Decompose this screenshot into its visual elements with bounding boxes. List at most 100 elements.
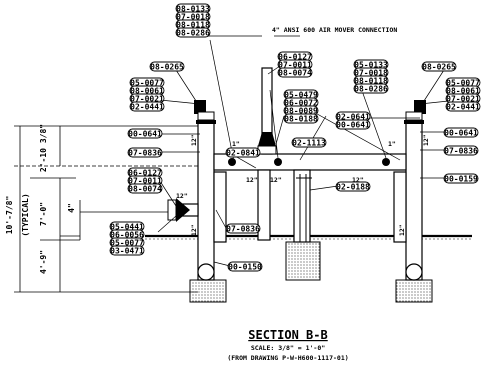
dim-middle: 7'-0" <box>39 202 48 226</box>
tag-2: 08-0074 <box>127 183 163 194</box>
title-block: SECTION B-B SCALE: 3/8" = 1'-0" (FROM DR… <box>227 328 348 362</box>
right-bottom-elbow <box>405 263 423 281</box>
svg-text:06-0072: 06-0072 <box>284 99 318 108</box>
dim-overall: 10'-7/8" <box>5 196 14 235</box>
air-mover-fitting <box>257 132 277 155</box>
dimension-texts: 10'-7/8" (TYPICAL) 2'-10 3/8" 7'-0" 4'-9… <box>5 124 76 274</box>
svg-text:02-0441: 02-0441 <box>130 103 164 112</box>
pipe-dim-left-top: 12" <box>190 134 198 146</box>
svg-text:08-0286: 08-0286 <box>354 85 388 94</box>
svg-text:08-0074: 08-0074 <box>278 69 312 78</box>
svg-text:02-0188: 02-0188 <box>336 183 370 192</box>
tag-group-mid-center: 05-0479 06-0072 08-0089 08-0188 <box>283 89 319 124</box>
svg-text:00-0159: 00-0159 <box>444 175 478 184</box>
svg-text:00-0641: 00-0641 <box>336 121 370 130</box>
left-foundation <box>189 279 227 303</box>
svg-text:08-0265: 08-0265 <box>422 63 456 72</box>
tag-c-0841: 02-0841 <box>225 147 261 158</box>
tag-c-0150: 00-0150 <box>227 261 263 272</box>
svg-text:00-0641: 00-0641 <box>128 130 162 139</box>
tag-0: 05-0479 <box>283 89 319 100</box>
header-valve-left <box>228 158 236 166</box>
svg-text:05-0441: 05-0441 <box>110 223 144 232</box>
tag-r-0836: 07-0836 <box>443 145 479 156</box>
tag-right-upper-single: 08-0265 <box>421 61 457 72</box>
tag-2: 08-0118 <box>175 19 211 30</box>
svg-text:07-0018: 07-0018 <box>354 69 388 78</box>
pipe-dim-12e: 12" <box>246 176 258 184</box>
svg-text:08-0265: 08-0265 <box>150 63 184 72</box>
pipe-size-labels: 12" 12" 12" 12" 1" 1" 12" 12" 12" 12" <box>176 134 430 236</box>
source-note: (FROM DRAWING P-W-H600-1117-01) <box>227 354 348 362</box>
pipe-dim-1b: 1" <box>388 140 396 148</box>
tag-1: 06-0056 <box>109 229 145 240</box>
center-support <box>296 174 312 242</box>
tag-left-upper-single: 08-0265 <box>149 61 185 72</box>
svg-text:06-0127: 06-0127 <box>128 169 162 178</box>
svg-text:00-0150: 00-0150 <box>228 263 262 272</box>
tag-3: 02-0441 <box>129 101 165 112</box>
tag-c-0836: 07-0836 <box>225 223 261 234</box>
tag-3: 08-0286 <box>175 27 211 38</box>
dim-typical: (TYPICAL) <box>21 193 30 236</box>
svg-text:05-0077: 05-0077 <box>110 239 144 248</box>
svg-text:08-0286: 08-0286 <box>176 29 210 38</box>
svg-text:03-0471: 03-0471 <box>110 247 144 256</box>
svg-text:05-0077: 05-0077 <box>130 79 164 88</box>
tag-group-top-center: 08-0133 07-0018 08-0118 08-0286 <box>175 3 211 38</box>
dimension-lines <box>14 125 198 293</box>
pipe-dim-right-bottom: 12" <box>398 224 406 236</box>
tag-group-right: 05-0077 08-0061 07-0021 02-0441 <box>445 77 481 112</box>
svg-text:08-0089: 08-0089 <box>284 107 318 116</box>
svg-text:05-0077: 05-0077 <box>446 79 480 88</box>
tag-group-left-mid: 06-0127 07-0011 08-0074 <box>127 167 163 194</box>
svg-text:07-0021: 07-0021 <box>446 95 480 104</box>
svg-text:07-0836: 07-0836 <box>226 225 260 234</box>
svg-text:05-0479: 05-0479 <box>284 91 318 100</box>
connection-note: 4" ANSI 600 AIR MOVER CONNECTION <box>272 26 397 34</box>
pipe-dim-1a: 1" <box>232 140 240 148</box>
svg-text:08-0061: 08-0061 <box>130 87 164 96</box>
svg-text:00-0641: 00-0641 <box>444 129 478 138</box>
dim-upper: 2'-10 3/8" <box>39 124 48 172</box>
tag-2: 07-0021 <box>445 93 481 104</box>
pipe-dim-left-bottom: 12" <box>190 224 198 236</box>
svg-text:08-0133: 08-0133 <box>176 5 210 14</box>
svg-text:08-0188: 08-0188 <box>284 115 318 124</box>
left-flange <box>167 198 190 222</box>
svg-text:07-0011: 07-0011 <box>278 61 312 70</box>
pipe-dim-12f: 12" <box>270 176 282 184</box>
right-foundation <box>395 279 433 303</box>
tag-l-0641: 00-0641 <box>127 128 163 139</box>
tag-2: 08-0074 <box>277 67 313 78</box>
section-title: SECTION B-B <box>248 328 327 342</box>
tag-l-0836: 07-0836 <box>127 147 163 158</box>
tag-1: 07-0018 <box>353 67 389 78</box>
svg-text:07-0836: 07-0836 <box>444 147 478 156</box>
svg-text:08-0074: 08-0074 <box>128 185 162 194</box>
tag-r-top-0641: 00-0641 <box>335 119 371 130</box>
svg-text:02-0441: 02-0441 <box>446 103 480 112</box>
svg-text:08-0061: 08-0061 <box>446 87 480 96</box>
dim-left-short: 4" <box>67 203 76 213</box>
svg-text:08-0118: 08-0118 <box>354 77 388 86</box>
svg-text:06-0127: 06-0127 <box>278 53 312 62</box>
svg-text:02-1113: 02-1113 <box>292 139 326 148</box>
tag-3: 03-0471 <box>109 245 145 256</box>
header-valve-mid <box>274 158 282 166</box>
tag-c-0188: 02-0188 <box>335 181 371 192</box>
dim-lower: 4'-9" <box>39 250 48 274</box>
tag-1: 07-0018 <box>175 11 211 22</box>
tag-r-0159: 00-0159 <box>443 173 479 184</box>
svg-text:07-0018: 07-0018 <box>176 13 210 22</box>
svg-text:06-0056: 06-0056 <box>110 231 144 240</box>
left-bottom-elbow <box>197 263 215 281</box>
svg-text:02-0841: 02-0841 <box>226 149 260 158</box>
tag-group-mid-top: 06-0127 07-0011 08-0074 <box>277 51 313 78</box>
svg-text:02-0641: 02-0641 <box>336 113 370 122</box>
pipe-dim-12g: 12" <box>352 176 364 184</box>
center-foundation <box>285 241 321 281</box>
tag-0: 05-0441 <box>109 221 145 232</box>
